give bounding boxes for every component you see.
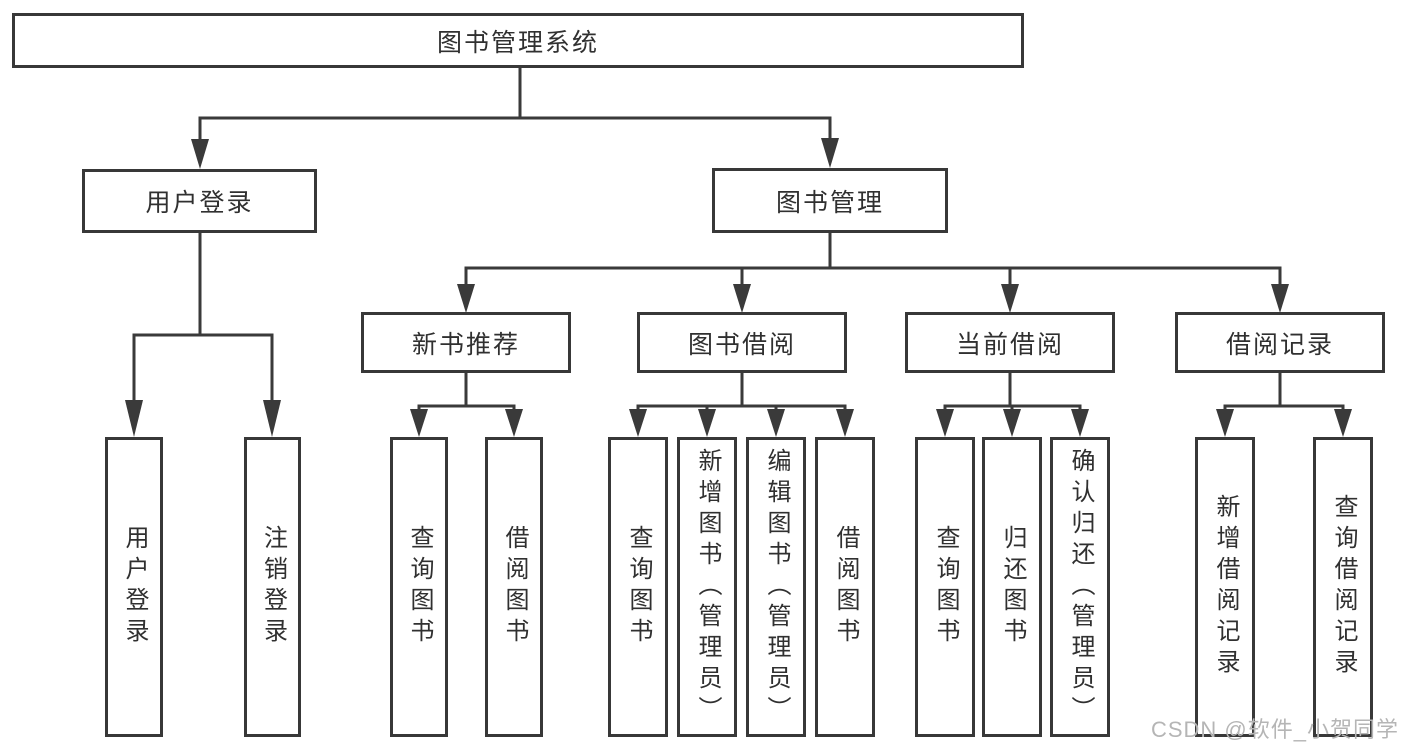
leaf-user-login: 用户登录 (105, 437, 163, 737)
node-borrowing-records: 借阅记录 (1175, 312, 1385, 373)
leaf-query-books-recommend-label: 查询图书 (406, 525, 433, 649)
node-book-borrowing-label: 图书借阅 (687, 330, 796, 359)
leaf-query-books-borrowing-label: 查询图书 (625, 525, 652, 649)
watermark-text: CSDN @软件_小贺同学 (1150, 717, 1399, 742)
node-root: 图书管理系统 (12, 13, 1024, 68)
leaf-borrow-books-recommend: 借阅图书 (485, 437, 543, 737)
leaf-user-login-label: 用户登录 (121, 525, 148, 649)
leaf-borrow-books: 借阅图书 (815, 437, 875, 737)
connector-root (191, 66, 839, 169)
leaf-borrow-books-recommend-label: 借阅图书 (501, 525, 528, 649)
leaf-borrow-books-label: 借阅图书 (832, 525, 859, 649)
connector-user-login (125, 231, 281, 437)
leaf-confirm-return-admin: 确认归还（管理员） (1050, 437, 1110, 737)
leaf-query-borrow-record-label: 查询借阅记录 (1330, 494, 1357, 680)
connector-borrowing-records (1216, 371, 1352, 437)
leaf-edit-book-admin-label: 编辑图书（管理员） (763, 447, 790, 727)
leaf-query-books-borrowing: 查询图书 (608, 437, 668, 737)
leaf-query-borrow-record: 查询借阅记录 (1313, 437, 1373, 737)
connector-book-borrowing (629, 371, 854, 437)
leaf-add-book-admin: 新增图书（管理员） (677, 437, 737, 737)
connector-current-borrowing (936, 371, 1089, 437)
leaf-add-book-admin-label: 新增图书（管理员） (694, 447, 721, 727)
leaf-confirm-return-admin-label: 确认归还（管理员） (1067, 447, 1094, 727)
leaf-add-borrow-record: 新增借阅记录 (1195, 437, 1255, 737)
leaf-query-books-recommend: 查询图书 (390, 437, 448, 737)
node-book-management-label: 图书管理 (775, 188, 884, 217)
node-new-book-recommend-label: 新书推荐 (411, 330, 520, 359)
node-user-login: 用户登录 (82, 169, 317, 233)
node-borrowing-records-label: 借阅记录 (1225, 330, 1334, 359)
connector-new-book-recommend (410, 371, 523, 437)
leaf-query-books-current-label: 查询图书 (932, 525, 959, 649)
leaf-logout: 注销登录 (244, 437, 301, 737)
leaf-add-borrow-record-label: 新增借阅记录 (1212, 494, 1239, 680)
node-user-login-label: 用户登录 (145, 189, 254, 217)
leaf-return-book-label: 归还图书 (999, 525, 1026, 649)
leaf-query-books-current: 查询图书 (915, 437, 975, 737)
connector-book-management (457, 231, 1289, 313)
leaf-return-book: 归还图书 (982, 437, 1042, 737)
leaf-logout-label: 注销登录 (259, 525, 287, 649)
node-current-borrowing-label: 当前借阅 (955, 330, 1064, 359)
node-root-label: 图书管理系统 (436, 28, 599, 57)
node-current-borrowing: 当前借阅 (905, 312, 1115, 373)
node-new-book-recommend: 新书推荐 (361, 312, 571, 373)
node-book-borrowing: 图书借阅 (637, 312, 847, 373)
leaf-edit-book-admin: 编辑图书（管理员） (746, 437, 806, 737)
node-book-management: 图书管理 (712, 168, 948, 233)
